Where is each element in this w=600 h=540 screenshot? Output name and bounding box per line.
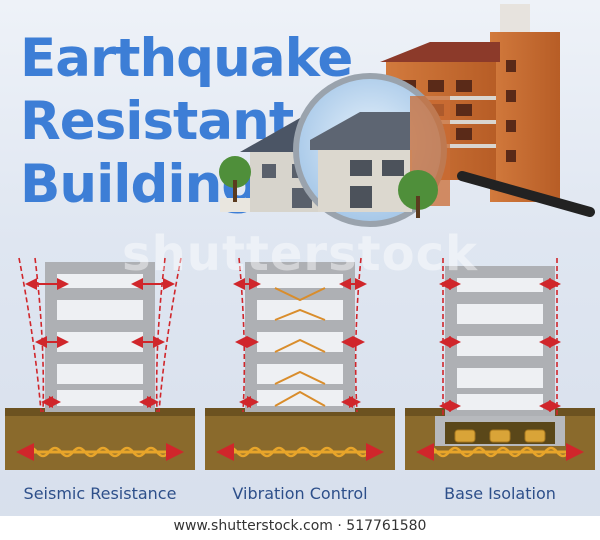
structure-diagrams [5,257,595,470]
caption-base-isolation: Base Isolation [444,484,556,503]
footer-bar [0,516,600,540]
footer-credit: www.shutterstock.com · 517761580 [173,518,427,534]
title-line-2: Resistant [20,91,294,152]
magnifier-icon [293,73,595,227]
diagram-base-isolation [405,258,595,470]
diagram-seismic-resistance [5,257,195,470]
buildings-photo [219,4,595,227]
diagram-vibration-control [205,257,395,470]
watermark: shutterstock [122,226,478,282]
title-line-3: Building [20,154,259,215]
caption-seismic-resistance: Seismic Resistance [23,484,177,503]
title-line-1: Earthquake [20,28,353,89]
caption-vibration-control: Vibration Control [232,484,368,503]
